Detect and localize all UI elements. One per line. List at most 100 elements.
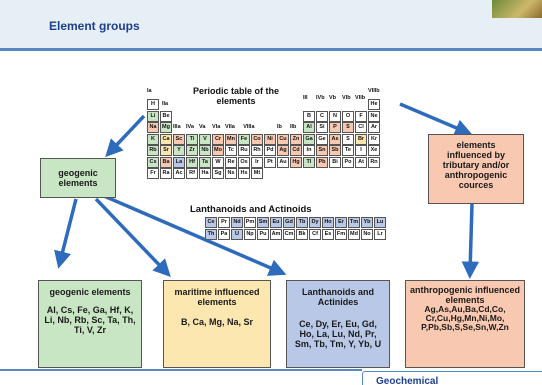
element-cell-ho: Ho (322, 217, 334, 228)
element-cell-na: Na (147, 122, 159, 133)
header-bar (0, 0, 542, 48)
element-cell-pm: Pm (244, 217, 256, 228)
element-cell-lr: Lr (374, 228, 386, 240)
group-label: Ia (147, 88, 152, 94)
element-cell-os: Os (238, 156, 250, 168)
geogenic-center-box: geogenic elements (40, 158, 116, 198)
element-cell-s: S (342, 133, 354, 145)
group-label: IIIa (173, 123, 181, 130)
page-title: Element groups (49, 19, 140, 33)
group-label: VIIb (355, 95, 366, 101)
group-label: VIIIb (368, 88, 380, 94)
geogenic-bottom-list: Al, Cs, Fe, Ga, Hf, K, Li, Nb, Rb, Sc, T… (44, 305, 136, 335)
element-cell-ti: Ti (186, 133, 198, 145)
element-cell-al: Al (303, 122, 315, 133)
element-cell-cm: Cm (283, 228, 295, 240)
element-cell-b: B (303, 110, 315, 122)
element-cell-bk: Bk (296, 228, 308, 240)
element-cell-ce: Ce (205, 217, 217, 228)
element-cell-o: O (342, 110, 354, 122)
maritime-box: maritime influenced elements B, Ca, Mg, … (163, 280, 271, 368)
geogenic-bottom-box: geogenic elements Al, Cs, Fe, Ga, Hf, K,… (38, 280, 142, 368)
element-cell-sg: Sg (212, 168, 224, 179)
element-cell-sb: Sb (329, 145, 341, 156)
element-cell-tb: Tb (296, 217, 308, 228)
element-cell-ir: Ir (251, 156, 263, 168)
element-cell-pr: Pr (218, 217, 230, 228)
element-cell-es: Es (322, 228, 334, 240)
footer-tab (362, 371, 542, 385)
element-cell-sm: Sm (257, 217, 269, 228)
element-cell-y: Y (173, 145, 185, 156)
element-cell-hg: Hg (290, 156, 302, 168)
element-cell-in: In (303, 145, 315, 156)
element-cell-ne: Ne (368, 110, 380, 122)
element-cell-k: K (147, 133, 159, 145)
element-cell-re: Re (225, 156, 237, 168)
element-cell-v: V (199, 133, 211, 145)
element-cell-pd: Pd (264, 145, 276, 156)
element-cell-ns: Ns (225, 168, 237, 179)
element-cell-tm: Tm (348, 217, 360, 228)
geogenic-bottom-title: geogenic elements (49, 287, 131, 297)
group-label: Va (199, 123, 206, 130)
element-cell-nb: Nb (199, 145, 211, 156)
group-label: III (303, 95, 308, 101)
element-cell-ha: Ha (199, 168, 211, 179)
element-cell-cd: Cd (290, 145, 302, 156)
element-cell-la: La (173, 156, 185, 168)
arrow-to-anthropogenic (461, 203, 480, 279)
group-label: IVb (316, 95, 325, 101)
element-cell-mo: Mo (212, 145, 224, 156)
element-cell-w: W (212, 156, 224, 168)
arrow-to-geogenic-bottom (54, 198, 78, 269)
element-cell-md: Md (348, 228, 360, 240)
element-cell-bi: Bi (329, 156, 341, 168)
group-label: VIIIa (243, 123, 255, 130)
element-cell-am: Am (270, 228, 282, 240)
arrow-to-maritime (94, 197, 171, 278)
element-cell-hf: Hf (186, 156, 198, 168)
element-cell-gd: Gd (283, 217, 295, 228)
group-label: Vb (329, 95, 337, 101)
element-cell-mg: Mg (160, 122, 172, 133)
element-cell-pa: Pa (218, 228, 230, 240)
element-cell-sn: Sn (316, 145, 328, 156)
group-label: VIa (212, 123, 221, 130)
anthropogenic-title: anthropogenic influenced elements (410, 285, 521, 305)
element-cell-i: I (355, 145, 367, 156)
element-cell-ag: Ag (277, 145, 289, 156)
element-cell-as: As (329, 133, 341, 145)
element-cell-np: Np (244, 228, 256, 240)
element-cell-dy: Dy (309, 217, 321, 228)
element-cell-br: Br (355, 133, 367, 145)
group-label: IVa (186, 123, 194, 130)
tributary-label: elements influenced by tributary and/or … (442, 140, 510, 190)
element-cell-yb: Yb (361, 217, 373, 228)
element-cell-ac: Ac (173, 168, 185, 179)
element-cell-n: N (329, 110, 341, 122)
lanthanides-box: Lanthanoids and Actinides Ce, Dy, Er, Eu… (286, 280, 390, 368)
element-cell-rf: Rf (186, 168, 198, 179)
element-cell-rh: Rh (251, 145, 263, 156)
element-cell-au: Au (277, 156, 289, 168)
lanthanoids-title: Lanthanoids and Actinoids (190, 204, 312, 215)
element-cell-th: Th (205, 228, 217, 240)
lanthanides-list: Ce, Dy, Er, Eu, Gd, Ho, La, Lu, Nd, Pr, … (294, 319, 382, 349)
element-cell-cr: Cr (212, 133, 224, 145)
header-divider (0, 48, 542, 51)
element-cell-eu: Eu (270, 217, 282, 228)
geogenic-center-label: geogenic elements (58, 168, 98, 188)
anthropogenic-list: Ag,As,Au,Ba,Cd,Co, Cr,Cu,Hg,Mn,Ni,Mo, P,… (421, 304, 509, 332)
element-cell-tc: Tc (225, 145, 237, 156)
footer-divider (0, 369, 362, 371)
element-cell-pt: Pt (264, 156, 276, 168)
element-cell-er: Er (335, 217, 347, 228)
footer-heading: Geochemical (376, 376, 439, 385)
element-cell-cl: Cl (355, 122, 367, 133)
element-cell-tl: Tl (303, 156, 315, 168)
element-cell-mt: Mt (251, 168, 263, 179)
element-cell-fm: Fm (335, 228, 347, 240)
